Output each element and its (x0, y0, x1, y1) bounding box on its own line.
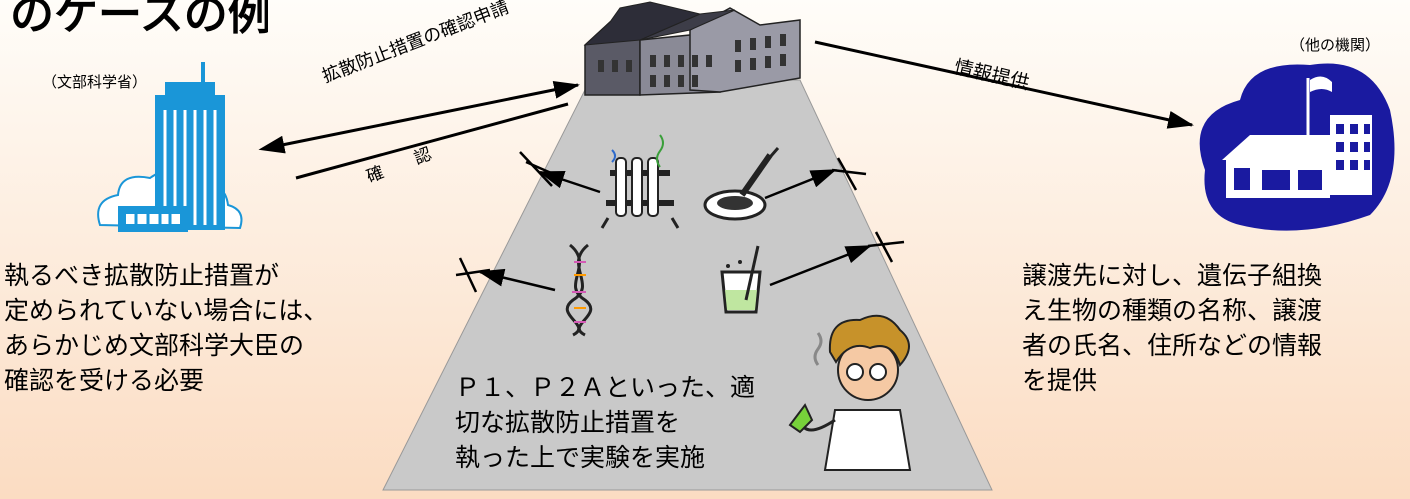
right-note-line: 譲渡先に対し、遺伝子組換 (1022, 261, 1323, 290)
center-note-line: 執った上で実験を実施 (455, 443, 706, 472)
page-title-fragment: のケースの例 (10, 0, 268, 40)
confirm-arrow-line (295, 102, 569, 180)
left-note-line: 確認を受ける必要 (4, 366, 205, 395)
research-facility-icon (583, 1, 801, 96)
left-note-line: 定められていない場合には、 (4, 296, 329, 325)
blocked-arrow-4 (769, 231, 905, 287)
right-note-line: を提供 (1022, 366, 1098, 395)
left-note: 執るべき拡散防止措置が 定められていない場合には、 あらかじめ文部科学大臣の 確… (4, 258, 328, 398)
center-note: Ｐ１、Ｐ２Ａといった、適 切な拡散防止措置を 執った上で実験を実施 (455, 370, 755, 475)
blocked-arrow-2 (764, 157, 867, 200)
center-note-line: Ｐ１、Ｐ２Ａといった、適 (455, 373, 756, 402)
petri-dish-syringe-icon (703, 147, 780, 221)
blocked-arrow-1 (519, 151, 601, 194)
blocked-arrow-3 (455, 257, 556, 293)
left-note-line: 執るべき拡散防止措置が (4, 261, 280, 290)
other-org-label: （他の機関） (1290, 36, 1381, 54)
left-note-line: あらかじめ文部科学大臣の (4, 331, 305, 360)
organization-building-icon (1199, 63, 1395, 231)
center-note-line: 切な拡散防止措置を (455, 408, 681, 437)
confirm-request-arrow (258, 80, 580, 154)
right-note-line: え生物の種類の名称、譲渡 (1022, 296, 1323, 325)
ministry-label: （文部科学省） (42, 73, 148, 91)
beaker-icon (720, 245, 762, 314)
government-building-icon (97, 62, 243, 232)
right-note-line: 者の氏名、住所などの情報 (1022, 331, 1323, 360)
info-provide-arrow (814, 40, 1194, 129)
test-tubes-icon (600, 134, 680, 229)
right-note: 譲渡先に対し、遺伝子組換 え生物の種類の名称、譲渡 者の氏名、住所などの情報 を… (1022, 258, 1322, 398)
scientist-icon (788, 314, 912, 471)
dna-helix-icon (565, 243, 593, 337)
